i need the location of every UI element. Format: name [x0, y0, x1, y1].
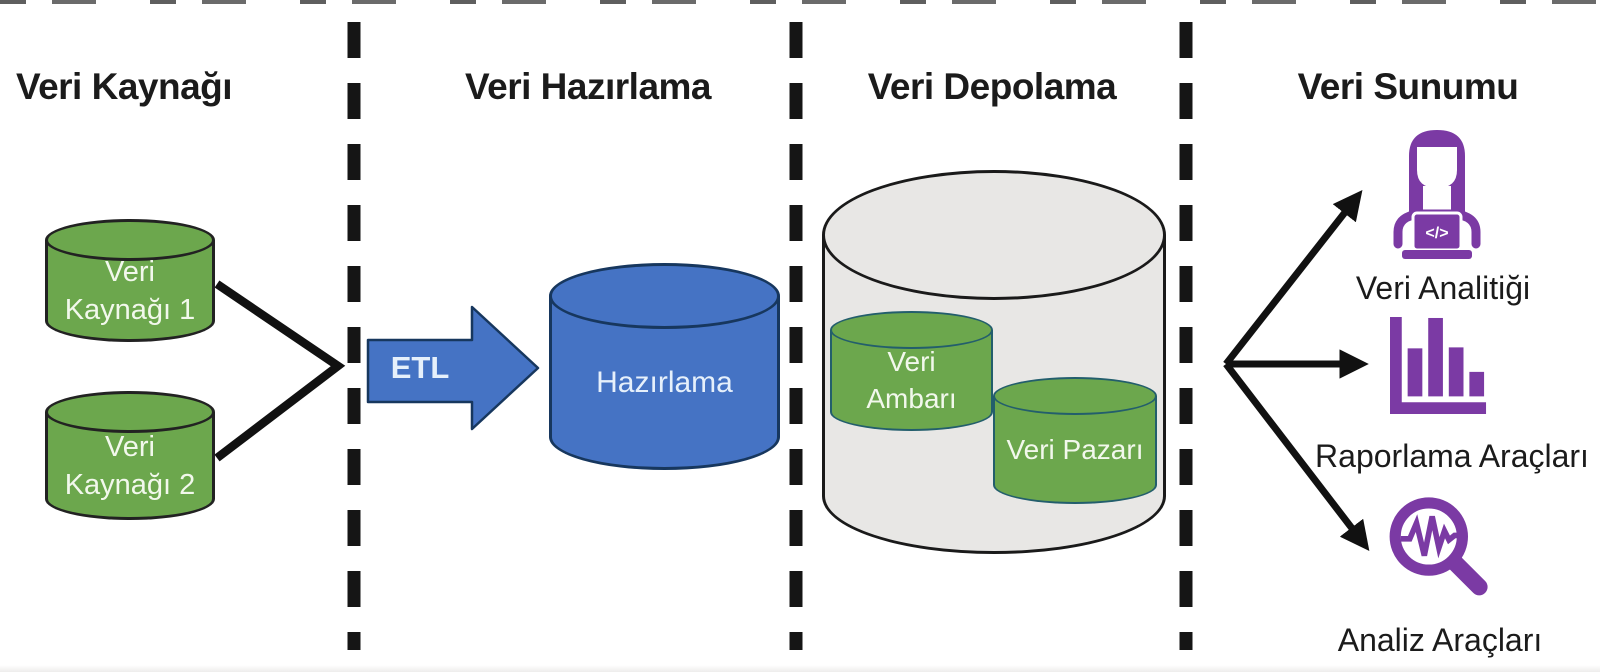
- label-line: Veri: [887, 345, 936, 377]
- cylinder-top-ellipse: [830, 311, 993, 349]
- cylinder-top-ellipse: [549, 263, 780, 329]
- search-pulse-icon: [1389, 497, 1488, 596]
- data-warehouse-label: Veri Ambarı: [830, 343, 993, 417]
- label-line: Kaynağı 2: [64, 469, 196, 501]
- data-mart-cylinder: Veri Pazarı: [993, 377, 1157, 504]
- laptop-code-glyph: </>: [1425, 225, 1448, 242]
- top-crop-artifact: [0, 0, 1600, 4]
- analyst-face: [1417, 147, 1457, 188]
- cylinder-top-ellipse: [822, 170, 1166, 300]
- bottom-crop-artifact: [0, 665, 1600, 672]
- label-line: Kaynağı 1: [64, 294, 196, 326]
- chart-bar: [1428, 317, 1443, 397]
- label-line: Hazırlama: [596, 366, 733, 400]
- cylinder-top-ellipse: [45, 219, 215, 261]
- analysis-label: Analiz Araçları: [1337, 622, 1543, 658]
- label-line: Ambarı: [866, 382, 957, 414]
- magnifier-handle: [1447, 555, 1488, 596]
- chart-bar: [1448, 347, 1464, 397]
- etl-arrow-label: ETL: [390, 350, 450, 385]
- data-mart-label: Veri Pazarı: [993, 409, 1157, 490]
- analytics-label: Veri Analitiği: [1355, 270, 1531, 306]
- analyst-laptop-icon: </>: [1393, 130, 1481, 259]
- etl-arrow: [366, 305, 540, 431]
- chart-bar: [1407, 348, 1423, 397]
- laptop-base: [1402, 250, 1472, 259]
- data-source-1-label: Veri Kaynağı 1: [45, 255, 215, 328]
- staging-cylinder: Hazırlama: [549, 263, 780, 470]
- chart-axis: [1390, 317, 1487, 415]
- label-line: Veri: [105, 430, 155, 463]
- staging-label: Hazırlama: [549, 319, 780, 447]
- chart-bar: [1469, 371, 1485, 397]
- section-header-data-storage: Veri Depolama: [867, 66, 1117, 107]
- data-source-2-label: Veri Kaynağı 2: [45, 427, 215, 506]
- section-header-data-presentation: Veri Sunumu: [1297, 66, 1519, 107]
- bar-chart-icon: [1390, 317, 1487, 415]
- cylinder-top-ellipse: [45, 391, 215, 433]
- section-header-data-source: Veri Kaynağı: [15, 66, 233, 107]
- label-line: Veri: [105, 255, 155, 288]
- reporting-label: Raporlama Araçları: [1315, 438, 1589, 474]
- pulse-waveform: [1400, 514, 1458, 559]
- data-source-1-cylinder: Veri Kaynağı 1: [45, 219, 215, 342]
- source-merge-connector: [214, 280, 346, 462]
- label-line: Veri Pazarı: [1006, 433, 1144, 465]
- magnifier-ring: [1389, 497, 1468, 576]
- fanout-arrow-analytics: [1223, 190, 1363, 367]
- section-header-data-preparation: Veri Hazırlama: [465, 66, 711, 107]
- data-warehouse-cylinder: Veri Ambarı: [830, 311, 993, 431]
- data-source-2-cylinder: Veri Kaynağı 2: [45, 391, 215, 520]
- cylinder-top-ellipse: [993, 377, 1157, 415]
- fanout-arrow-analysis: [1223, 361, 1370, 551]
